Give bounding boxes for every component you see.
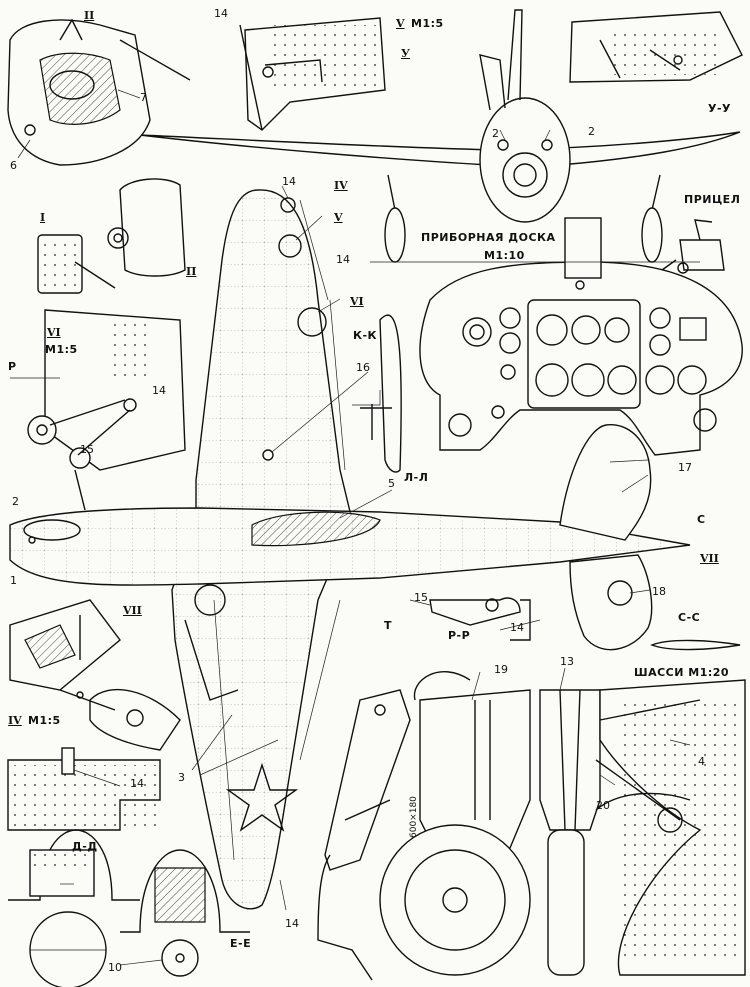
callout-10: 10	[108, 961, 122, 974]
detail-i	[37, 178, 186, 294]
detail-iv	[7, 747, 161, 831]
section-ss-profile	[650, 639, 741, 651]
view-vi-wing-label: VI	[350, 295, 364, 308]
front-wing	[139, 131, 741, 166]
callout-17: 17	[678, 461, 692, 474]
fuel-cap-16	[262, 449, 274, 461]
front-view	[139, 9, 741, 263]
callout-14-v: 14	[214, 7, 228, 20]
main-wheel-side	[379, 824, 531, 976]
section-ee-label: Е-Е	[230, 937, 252, 950]
front-fin	[507, 9, 523, 101]
callout-14-wing: 14	[336, 253, 350, 266]
detail-circle-vi	[297, 307, 327, 337]
view-u-label: У	[401, 47, 410, 60]
callout-20: 20	[596, 799, 610, 812]
main-planform-view	[9, 185, 741, 911]
view-p-label: П	[186, 265, 197, 278]
view-iv-detail-label: IV	[8, 714, 22, 727]
gunsight-label: ПРИЦЕЛ	[684, 193, 741, 206]
callout-1: 1	[10, 574, 17, 587]
instrument-panel-scale: M1:10	[484, 249, 525, 262]
cockpit-canopy	[251, 511, 381, 547]
callout-2-nose: 2	[12, 495, 19, 508]
section-ss-label: С-С	[678, 611, 701, 624]
main-wheel-front	[547, 829, 585, 976]
detail-vi-linkage	[10, 309, 186, 511]
section-rr	[409, 597, 531, 641]
landing-gear-assembly	[317, 667, 746, 981]
callout-7: 7	[140, 91, 147, 104]
section-ee	[119, 849, 250, 977]
section-rr-label: Р-Р	[448, 629, 471, 642]
view-iv-scale: M1:5	[28, 714, 61, 727]
callout-14-bottom: 14	[285, 917, 299, 930]
ee-wheel	[161, 939, 199, 977]
section-ll-label: Л-Л	[404, 471, 429, 484]
detail-v	[239, 17, 386, 131]
callout-14-tip: 14	[282, 175, 296, 188]
front-fuselage	[479, 97, 571, 223]
callout-14-rr: 14	[510, 621, 524, 634]
callout-15-vi: 15	[80, 443, 94, 456]
horizontal-stabilizer-upper	[559, 424, 652, 541]
instrument-panel	[419, 217, 743, 456]
view-iv-wing-label: IV	[334, 179, 348, 192]
callout-5: 5	[388, 477, 395, 490]
mark-r: Р	[8, 360, 17, 373]
star-insignia	[225, 762, 299, 832]
horizontal-stabilizer-lower	[569, 554, 653, 651]
section-kk-label: К-К	[353, 329, 378, 342]
dd-wheel	[29, 911, 107, 987]
view-vii-wing-label: VII	[700, 552, 719, 565]
callout-14-iv: 14	[130, 777, 144, 790]
view-vii-detail-label: VII	[123, 604, 142, 617]
callout-15-rr: 15	[414, 591, 428, 604]
callout-13: 13	[560, 655, 574, 668]
callout-16: 16	[356, 361, 370, 374]
landing-gear-label: ШАССИ M1:20	[634, 666, 730, 679]
mark-t: Т	[384, 619, 393, 632]
callout-2-left: 2	[492, 127, 499, 140]
callout-2-right: 2	[588, 125, 595, 138]
detail-ii	[7, 18, 191, 166]
gear-well	[194, 584, 226, 616]
front-right-wheel	[641, 207, 663, 263]
callout-6: 6	[10, 159, 17, 172]
section-dd-label: Д-Д	[72, 840, 98, 853]
tire-size-label: 600×180	[409, 796, 419, 838]
section-kk-ll	[360, 314, 402, 473]
mark-s: С	[697, 513, 706, 526]
callout-19: 19	[494, 663, 508, 676]
gunsight-sketch	[661, 219, 725, 274]
view-vi-detail-label: VI	[47, 326, 61, 339]
view-ii-label: II	[84, 9, 95, 22]
view-i-label: I	[40, 211, 46, 224]
detail-circle-v	[278, 234, 302, 258]
callout-3: 3	[178, 771, 185, 784]
detail-u	[569, 11, 743, 83]
instrument-panel-title: ПРИБОРНАЯ ДОСКА	[421, 231, 556, 244]
view-v-wing-label: V	[334, 211, 343, 224]
view-vi-scale: M1:5	[45, 343, 78, 356]
section-uu-label: У-У	[708, 102, 732, 115]
callout-18: 18	[652, 585, 666, 598]
front-left-wheel	[384, 207, 406, 263]
detail-vii	[9, 599, 181, 751]
nose-intake	[23, 519, 81, 541]
section-dd	[8, 829, 140, 987]
view-v-scale: M1:5	[411, 17, 444, 30]
front-intake	[502, 152, 548, 198]
view-v-detail-label: V	[396, 17, 405, 30]
callout-14-vi: 14	[152, 384, 166, 397]
callout-4: 4	[698, 755, 705, 768]
